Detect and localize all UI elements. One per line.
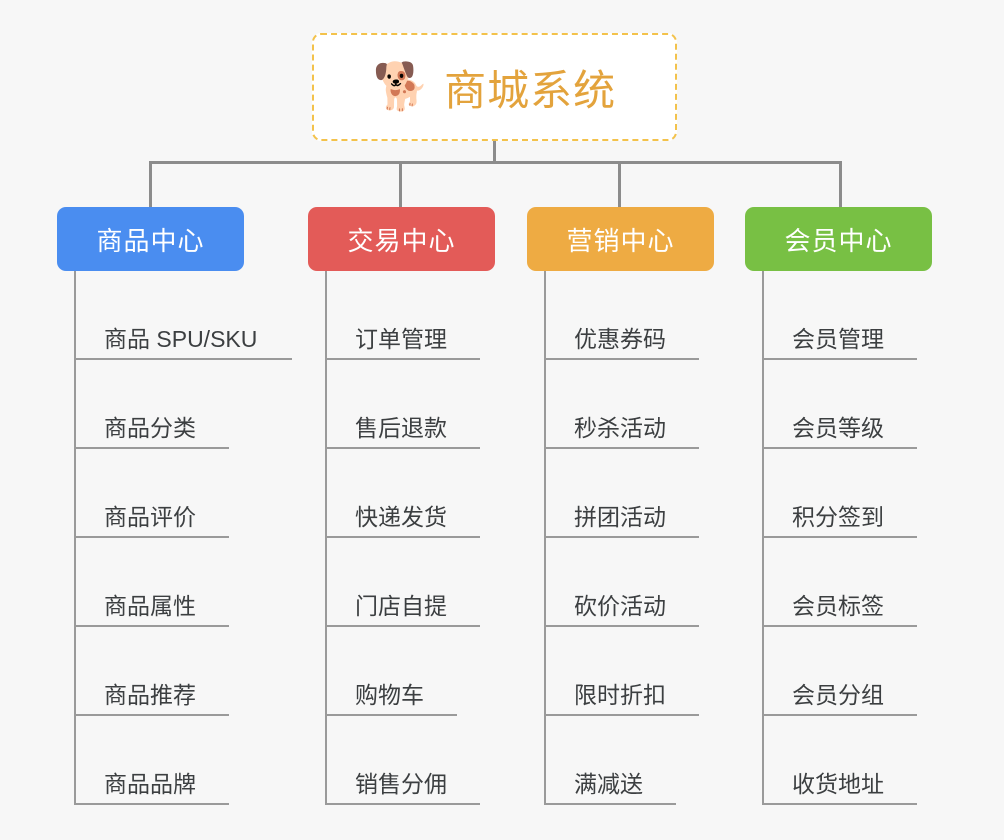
column-product-center: 商品中心商品 SPU/SKU 商品分类商品评价商品属性商品推荐商品品牌 [57, 207, 292, 805]
leaf-item-label: 限时折扣 [574, 681, 666, 708]
leaf-item-label: 商品分类 [104, 414, 196, 441]
leaf-item[interactable]: 销售分佣 [325, 716, 480, 805]
leaf-item[interactable]: 会员标签 [762, 538, 917, 627]
connector-drop-member-center [839, 161, 842, 207]
leaf-item[interactable]: 商品分类 [74, 360, 229, 449]
leaf-item-label: 商品品牌 [104, 770, 196, 797]
connector-drop-trade-center [399, 161, 402, 207]
column-marketing-center: 营销中心优惠券码秒杀活动拼团活动砍价活动限时折扣满减送 [527, 207, 714, 805]
leaf-item[interactable]: 限时折扣 [544, 627, 699, 716]
leaf-item-label: 收货地址 [792, 770, 884, 797]
leaf-list-product-center: 商品 SPU/SKU 商品分类商品评价商品属性商品推荐商品品牌 [74, 271, 292, 805]
leaf-item-label: 拼团活动 [574, 503, 666, 530]
leaf-item[interactable]: 优惠券码 [544, 271, 699, 360]
leaf-item[interactable]: 收货地址 [762, 716, 917, 805]
leaf-item[interactable]: 秒杀活动 [544, 360, 699, 449]
leaf-item[interactable]: 订单管理 [325, 271, 480, 360]
column-trade-center: 交易中心订单管理售后退款快递发货门店自提购物车销售分佣 [308, 207, 495, 805]
leaf-item-label: 商品属性 [104, 592, 196, 619]
leaf-item-label: 砍价活动 [574, 592, 666, 619]
root-node-title: 商城系统 [444, 66, 617, 114]
connector-horizontal-bus [149, 161, 842, 164]
category-header-trade-center[interactable]: 交易中心 [308, 207, 495, 271]
leaf-list-trade-center: 订单管理售后退款快递发货门店自提购物车销售分佣 [325, 271, 480, 805]
category-header-label: 交易中心 [347, 225, 456, 256]
leaf-item-label: 会员等级 [792, 414, 884, 441]
connector-root-stem [493, 141, 496, 163]
leaf-item[interactable]: 会员等级 [762, 360, 917, 449]
shiba-dog-face-icon: 🐕 [372, 60, 431, 112]
category-header-product-center[interactable]: 商品中心 [57, 207, 244, 271]
leaf-item[interactable]: 砍价活动 [544, 538, 699, 627]
leaf-item-label: 门店自提 [355, 592, 447, 619]
branch-spine-member-center [762, 271, 764, 805]
category-header-label: 营销中心 [566, 225, 675, 256]
leaf-item[interactable]: 商品 SPU/SKU [74, 271, 292, 360]
leaf-item[interactable]: 售后退款 [325, 360, 480, 449]
branch-spine-marketing-center [544, 271, 546, 805]
leaf-item-label: 秒杀活动 [574, 414, 666, 441]
connector-drop-marketing-center [618, 161, 621, 207]
leaf-item[interactable]: 商品属性 [74, 538, 229, 627]
leaf-item-label: 购物车 [355, 681, 424, 708]
leaf-item[interactable]: 快递发货 [325, 449, 480, 538]
leaf-item-label: 订单管理 [355, 325, 447, 352]
leaf-item-label: 商品 SPU/SKU [104, 325, 258, 352]
leaf-item[interactable]: 会员分组 [762, 627, 917, 716]
leaf-item[interactable]: 满减送 [544, 716, 676, 805]
leaf-item-label: 快递发货 [355, 503, 447, 530]
leaf-item-label: 会员分组 [792, 681, 884, 708]
leaf-item-label: 商品评价 [104, 503, 196, 530]
category-header-member-center[interactable]: 会员中心 [745, 207, 932, 271]
root-node-shop-system[interactable]: 🐕 商城系统 [312, 33, 677, 141]
category-header-marketing-center[interactable]: 营销中心 [527, 207, 714, 271]
leaf-item[interactable]: 会员管理 [762, 271, 917, 360]
leaf-item-label: 会员管理 [792, 325, 884, 352]
leaf-item[interactable]: 商品品牌 [74, 716, 229, 805]
leaf-item[interactable]: 门店自提 [325, 538, 480, 627]
leaf-item-label: 销售分佣 [355, 770, 447, 797]
leaf-item[interactable]: 商品推荐 [74, 627, 229, 716]
leaf-item-label: 会员标签 [792, 592, 884, 619]
leaf-item[interactable]: 购物车 [325, 627, 457, 716]
connector-drop-product-center [149, 161, 152, 207]
leaf-list-marketing-center: 优惠券码秒杀活动拼团活动砍价活动限时折扣满减送 [544, 271, 699, 805]
leaf-item-label: 优惠券码 [574, 325, 666, 352]
leaf-list-member-center: 会员管理会员等级积分签到会员标签会员分组收货地址 [762, 271, 917, 805]
leaf-item-label: 满减送 [574, 770, 643, 797]
branch-spine-trade-center [325, 271, 327, 805]
leaf-item-label: 积分签到 [792, 503, 884, 530]
leaf-item-label: 商品推荐 [104, 681, 196, 708]
leaf-item[interactable]: 拼团活动 [544, 449, 699, 538]
leaf-item[interactable]: 积分签到 [762, 449, 917, 538]
category-header-label: 商品中心 [96, 225, 205, 256]
category-header-label: 会员中心 [784, 225, 893, 256]
column-member-center: 会员中心会员管理会员等级积分签到会员标签会员分组收货地址 [745, 207, 932, 805]
branch-spine-product-center [74, 271, 76, 805]
leaf-item-label: 售后退款 [355, 414, 447, 441]
leaf-item[interactable]: 商品评价 [74, 449, 229, 538]
